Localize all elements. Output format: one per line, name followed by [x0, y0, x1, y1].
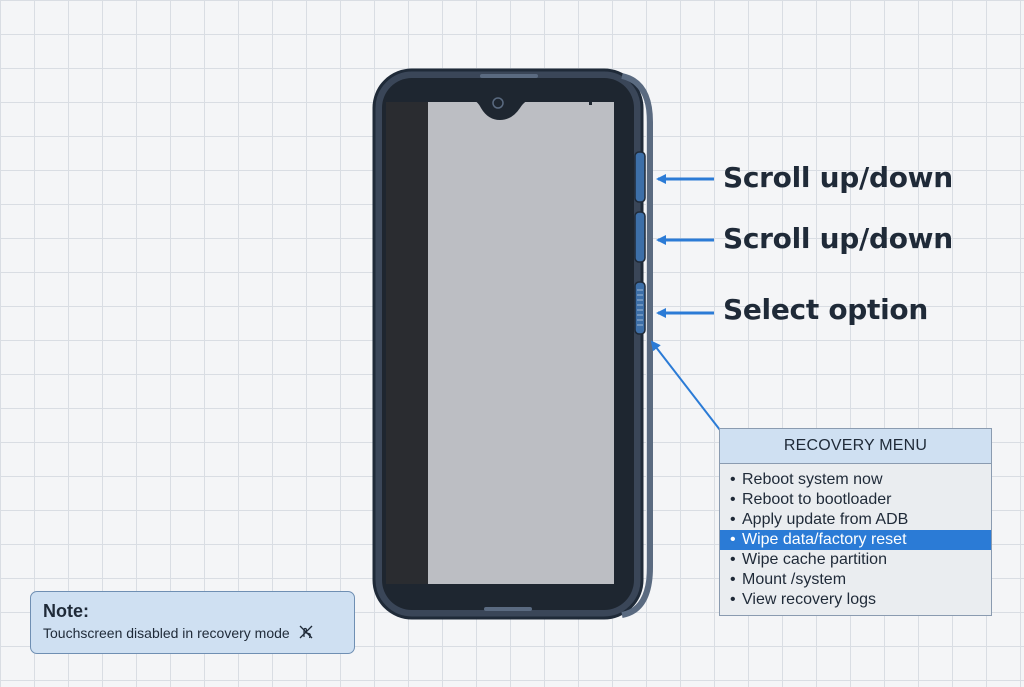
- note-text: Touchscreen disabled in recovery mode: [43, 625, 290, 641]
- touch-disabled-icon: [298, 624, 314, 645]
- volume-up-label: Scroll up/down: [723, 161, 953, 194]
- bottom-grille: [484, 607, 532, 611]
- recovery-item-reboot-system[interactable]: • Reboot system now: [720, 470, 991, 490]
- recovery-item-apply-update[interactable]: • Apply update from ADB: [720, 510, 991, 530]
- bullet: •: [730, 571, 736, 588]
- earpiece: [480, 74, 538, 78]
- volume-up-button[interactable]: [634, 151, 646, 203]
- recovery-item-wipe-cache[interactable]: • Wipe cache partition: [720, 550, 991, 570]
- recovery-item-label: Wipe cache partition: [742, 551, 887, 568]
- recovery-item-mount-system[interactable]: • Mount /system: [720, 570, 991, 590]
- recovery-item-reboot-bootloader[interactable]: • Reboot to bootloader: [720, 490, 991, 510]
- volume-down-label: Scroll up/down: [723, 222, 953, 255]
- recovery-item-view-logs[interactable]: • View recovery logs: [720, 590, 991, 610]
- recovery-menu-title: RECOVERY MENU: [720, 429, 991, 464]
- phone-screen: [428, 102, 614, 584]
- note-title: Note:: [43, 601, 89, 621]
- note-text-row: Touchscreen disabled in recovery mode: [43, 623, 342, 645]
- phone-edge: [621, 73, 653, 618]
- bullet: •: [730, 531, 736, 548]
- recovery-item-label: Reboot to bootloader: [742, 491, 892, 508]
- note-box: Note: Touchscreen disabled in recovery m…: [30, 591, 355, 654]
- recovery-menu-list: • Reboot system now • Reboot to bootloader…: [720, 464, 991, 610]
- power-button-ridges: [637, 289, 643, 326]
- recovery-menu: RECOVERY MENU • Reboot system now • Reboot…: [719, 428, 992, 616]
- recovery-item-label: Mount /system: [742, 571, 847, 588]
- front-camera-icon: [492, 97, 504, 109]
- screen-notch: [471, 100, 531, 120]
- recovery-item-wipe-data[interactable]: • Wipe data/factory reset: [720, 530, 991, 550]
- power-button-label: Select option: [723, 293, 929, 326]
- phone-body: [372, 68, 653, 620]
- bullet: •: [730, 551, 736, 568]
- recovery-item-label: Reboot system now: [742, 471, 883, 488]
- recovery-item-label: Apply update from ADB: [742, 511, 909, 528]
- recovery-item-label: View recovery logs: [742, 591, 876, 608]
- bullet: •: [730, 471, 736, 488]
- volume-down-button[interactable]: [634, 211, 646, 263]
- phone-illustration: [360, 62, 670, 627]
- bullet: •: [730, 591, 736, 608]
- bullet: •: [730, 491, 736, 508]
- screen-shadow: [386, 102, 428, 584]
- status-indicator-icon: [589, 97, 592, 105]
- recovery-item-label: Wipe data/factory reset: [742, 531, 907, 548]
- bullet: •: [730, 511, 736, 528]
